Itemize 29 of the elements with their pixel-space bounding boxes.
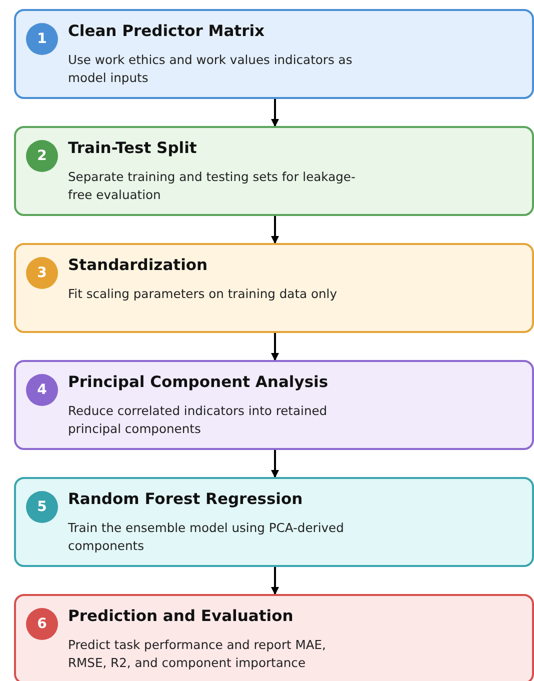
arrow (271, 216, 279, 244)
step-description: Train the ensemble model using PCA-derived components (68, 520, 345, 555)
step-card (14, 243, 534, 333)
step-number: 2 (26, 140, 58, 172)
step-description: Fit scaling parameters on training data only (68, 286, 338, 303)
step-card (14, 360, 534, 450)
step-number: 3 (26, 257, 58, 289)
step-title: Prediction and Evaluation (68, 607, 294, 625)
step-card (14, 126, 534, 216)
arrow (271, 567, 279, 595)
step-title: Random Forest Regression (68, 490, 303, 508)
step-description: Use work ethics and work values indicators as model inputs (68, 52, 354, 87)
step-card (14, 594, 534, 681)
step-title: Standardization (68, 256, 208, 274)
step-number: 4 (26, 374, 58, 406)
step-number: 1 (26, 23, 58, 55)
step-title: Clean Predictor Matrix (68, 22, 265, 40)
arrow (271, 450, 279, 478)
step-description: Predict task performance and report MAE, RMSE, R2, and component importance (68, 637, 327, 672)
step-title: Train-Test Split (68, 139, 197, 157)
step-number: 5 (26, 491, 58, 523)
arrow (271, 333, 279, 361)
arrow (271, 99, 279, 127)
step-card (14, 9, 534, 99)
step-description: Separate training and testing sets for leakage-free evaluation (68, 169, 356, 204)
step-card (14, 477, 534, 567)
step-number: 6 (26, 608, 58, 640)
step-description: Reduce correlated indicators into retained principal components (68, 403, 328, 438)
step-title: Principal Component Analysis (68, 373, 328, 391)
